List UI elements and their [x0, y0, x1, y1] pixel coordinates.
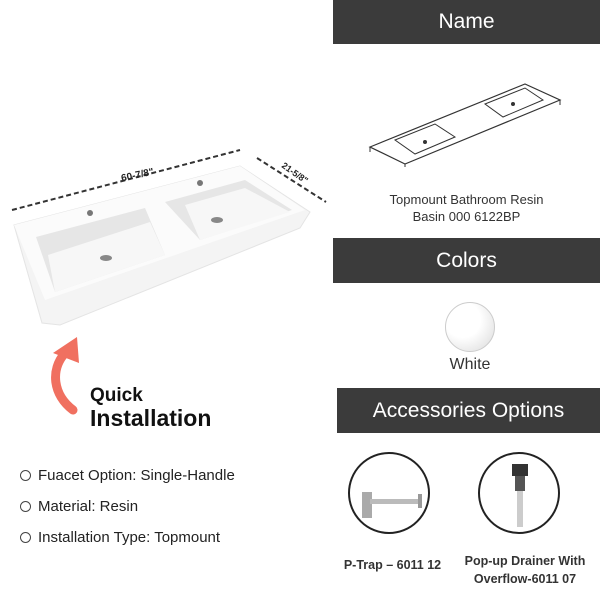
pop-up-drainer-image[interactable] [478, 452, 560, 534]
installation-label: Installation [90, 405, 212, 431]
double-sink-image [11, 149, 327, 326]
depth-dimension-line [256, 157, 327, 203]
feature-installation: Installation Type: Topmount [20, 529, 220, 546]
feature-text: Fuacet Option: Single-Handle [38, 467, 235, 484]
product-name: Topmount Bathroom Resin Basin 000 6122BP [333, 191, 600, 225]
drainer-label-line2: Overflow-6011 07 [473, 572, 577, 586]
quick-label: Quick [90, 385, 143, 406]
accessories-header: Accessories Options [337, 388, 600, 433]
drainer-icon [512, 464, 528, 527]
white-color-swatch[interactable] [445, 302, 495, 352]
bullet-icon [20, 501, 31, 512]
bullet-icon [20, 470, 31, 481]
sink-line-drawing [368, 83, 562, 167]
p-trap-image[interactable] [348, 452, 430, 534]
product-name-line1: Topmount Bathroom Resin [389, 192, 544, 207]
color-label: White [449, 356, 491, 373]
feature-text: Material: Resin [38, 498, 139, 515]
p-trap-label: P-Trap – 6011 12 [343, 558, 442, 572]
name-header: Name [333, 0, 600, 44]
feature-text: Installation Type: Topmount [38, 529, 221, 546]
bullet-icon [20, 532, 31, 543]
product-name-line2: Basin 000 6122BP [412, 209, 521, 224]
width-dimension-line [11, 149, 241, 211]
drainer-label-line1: Pop-up Drainer With [464, 554, 586, 568]
p-trap-icon [362, 492, 422, 518]
colors-header: Colors [333, 238, 600, 283]
feature-material: Material: Resin [20, 498, 138, 515]
pop-up-drainer-label: Pop-up Drainer With Overflow-6011 07 [455, 552, 595, 588]
curved-arrow-icon [51, 337, 79, 415]
feature-faucet: Fuacet Option: Single-Handle [20, 467, 235, 484]
